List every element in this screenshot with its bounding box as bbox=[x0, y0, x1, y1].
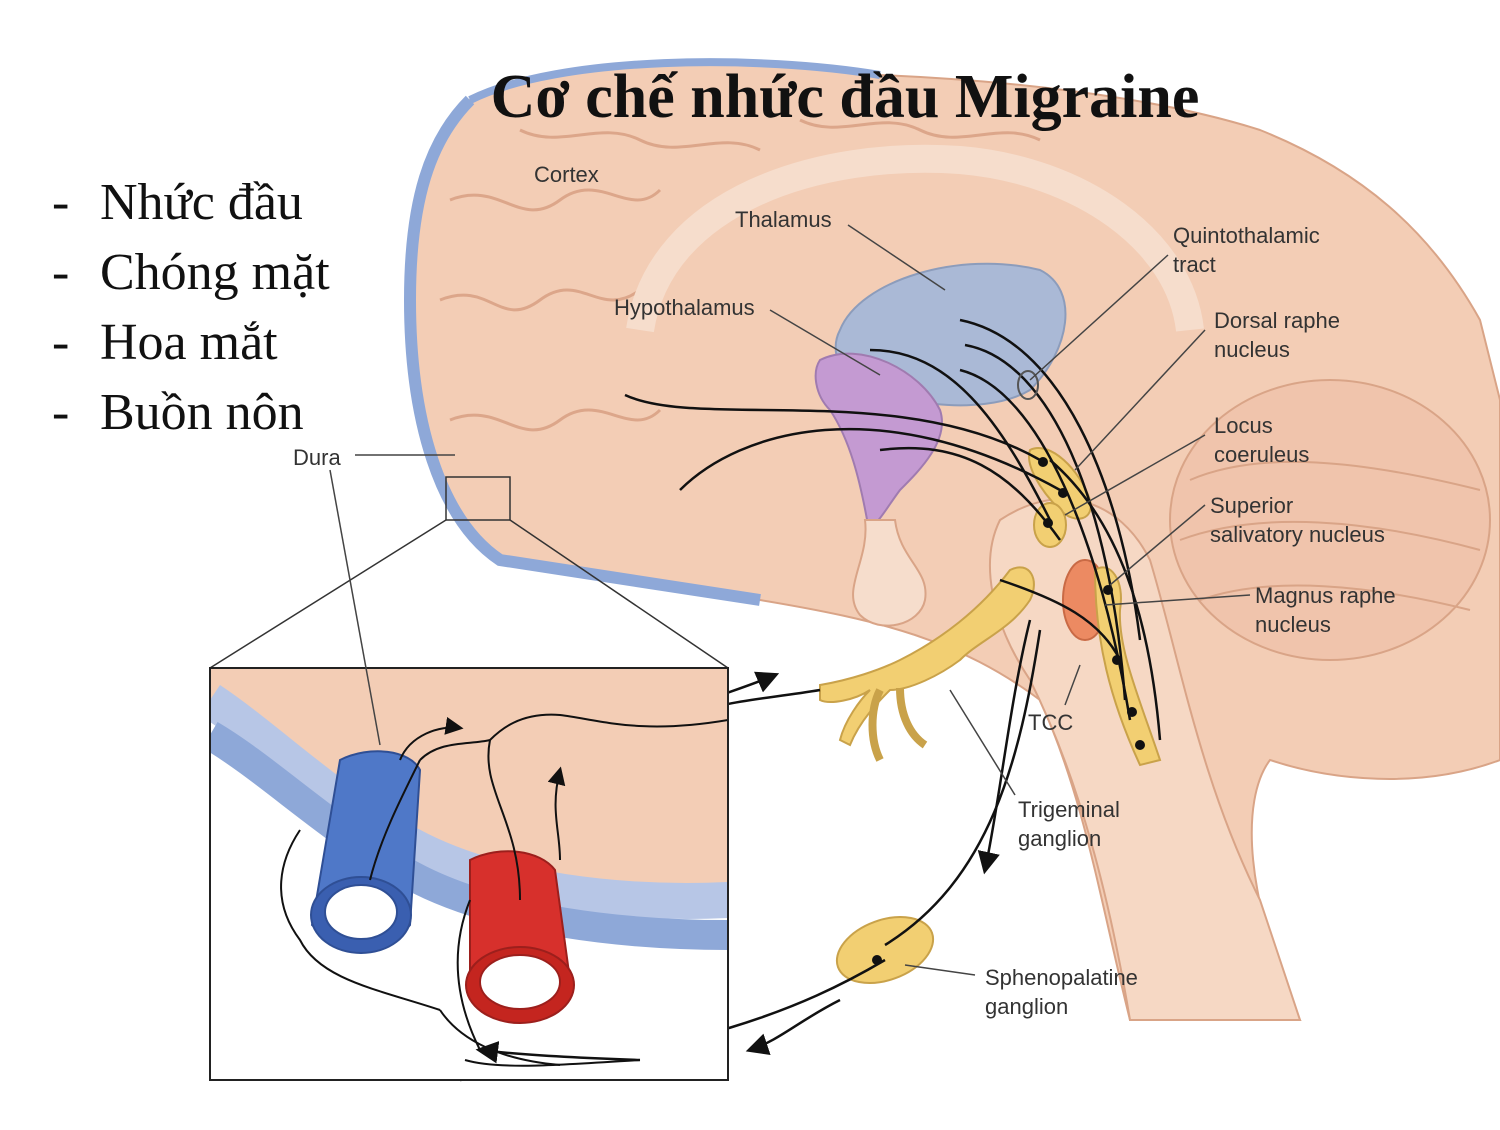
label-sphenopalatine-2: ganglion bbox=[985, 994, 1068, 1019]
bullet-dash: - bbox=[52, 244, 70, 301]
sphenopalatine-ganglion bbox=[835, 916, 935, 984]
label-cortex: Cortex bbox=[534, 162, 599, 187]
label-hypothalamus: Hypothalamus bbox=[614, 295, 755, 320]
symptom-item: -Hoa mắt bbox=[52, 308, 330, 378]
label-magnus-raphe: Magnus raphe bbox=[1255, 583, 1396, 608]
quintothalamic-marker bbox=[1017, 370, 1039, 400]
symptom-text: Chóng mặt bbox=[100, 244, 330, 301]
label-thalamus: Thalamus bbox=[735, 207, 832, 232]
label-magnus-raphe-2: nucleus bbox=[1255, 612, 1331, 637]
dura-outline-top bbox=[468, 58, 881, 104]
nerve-pathways bbox=[624, 318, 1162, 741]
symptom-text: Hoa mắt bbox=[100, 314, 278, 371]
corpus-callosum bbox=[626, 144, 1204, 333]
cortex-folds bbox=[439, 118, 1041, 432]
cerebellum bbox=[1169, 379, 1491, 661]
symptom-item: -Nhức đầu bbox=[52, 168, 330, 238]
synapse-dots bbox=[872, 457, 1145, 965]
dura-outline bbox=[403, 95, 761, 606]
inset-panel bbox=[209, 667, 729, 1081]
symptom-item: -Chóng mặt bbox=[52, 238, 330, 308]
label-locus-2: coeruleus bbox=[1214, 442, 1309, 467]
label-salivatory-2: salivatory nucleus bbox=[1210, 522, 1385, 547]
label-dura: Dura bbox=[293, 445, 341, 470]
bullet-dash: - bbox=[52, 174, 70, 231]
symptom-item: -Buồn nôn bbox=[52, 378, 330, 448]
bullet-dash: - bbox=[52, 384, 70, 441]
label-quintothalamic: Quintothalamic bbox=[1173, 223, 1320, 248]
label-dorsal-raphe-2: nucleus bbox=[1214, 337, 1290, 362]
hypothalamus bbox=[814, 352, 943, 527]
label-trigeminal: Trigeminal bbox=[1018, 797, 1120, 822]
label-leaders bbox=[329, 224, 1251, 976]
zoom-box bbox=[445, 476, 511, 521]
symptom-list: -Nhức đầu -Chóng mặt -Hoa mắt -Buồn nôn bbox=[52, 168, 330, 448]
parasympathetic-nerve bbox=[977, 619, 1032, 875]
pituitary bbox=[852, 519, 927, 627]
label-dorsal-raphe: Dorsal raphe bbox=[1214, 308, 1340, 333]
label-quintothalamic-2: tract bbox=[1173, 252, 1216, 277]
label-trigeminal-2: ganglion bbox=[1018, 826, 1101, 851]
label-tcc: TCC bbox=[1028, 710, 1073, 735]
trigeminal-ganglion bbox=[819, 566, 1035, 762]
cerebellum-folds bbox=[1179, 460, 1481, 611]
return-arrow bbox=[745, 998, 841, 1055]
slide-title: Cơ chế nhức đầu Migraine bbox=[490, 63, 1200, 131]
tcc-column bbox=[1093, 566, 1162, 767]
bullet-dash: - bbox=[52, 314, 70, 371]
symptom-text: Nhức đầu bbox=[100, 174, 303, 231]
label-locus: Locus bbox=[1214, 413, 1273, 438]
efferent-nerve bbox=[884, 629, 1042, 947]
label-sphenopalatine: Sphenopalatine bbox=[985, 965, 1138, 990]
symptom-text: Buồn nôn bbox=[100, 384, 304, 441]
label-salivatory: Superior bbox=[1210, 493, 1293, 518]
